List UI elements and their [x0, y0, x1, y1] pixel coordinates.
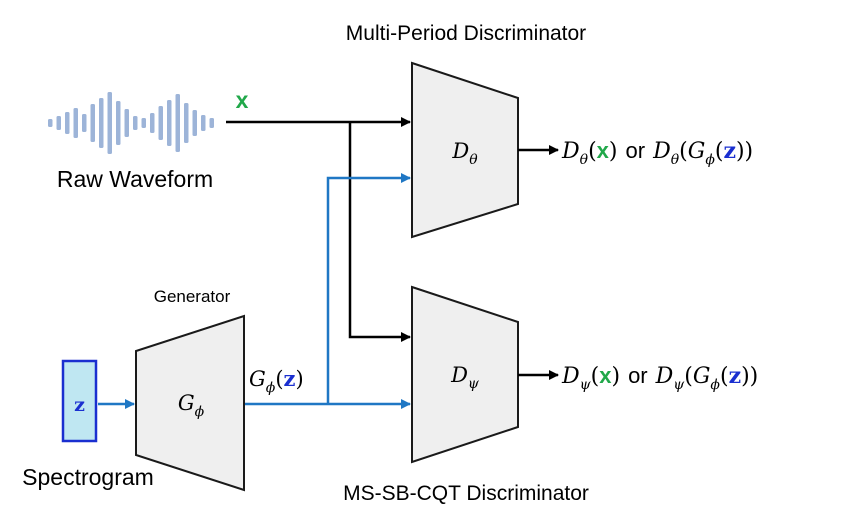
waveform-bar	[133, 116, 138, 130]
generator-symbol: Gϕ	[178, 391, 205, 420]
waveform-bar	[184, 103, 189, 143]
generated-signal-paths	[98, 173, 411, 409]
generator-label: Generator	[154, 287, 231, 306]
waveform-bar	[90, 104, 95, 142]
d-psi-symbol: Dψ	[450, 363, 480, 392]
x-to-d-psi-arrow	[348, 122, 411, 342]
waveform-bar	[124, 109, 129, 137]
waveform-bar	[150, 113, 155, 133]
waveform-bar	[107, 92, 112, 154]
generator-block	[135, 314, 245, 492]
gz-to-d-theta-arrow	[326, 173, 411, 404]
d-psi-block	[411, 285, 519, 464]
waveform-bar	[73, 108, 78, 138]
audio-waveform-icon	[48, 92, 214, 154]
generated-output-label: Gϕ(z)	[249, 366, 304, 396]
waveform-bar	[209, 118, 214, 128]
spectrogram-box	[61, 359, 98, 443]
x-label: x	[236, 87, 249, 113]
waveform-bar	[82, 114, 87, 132]
waveform-bar	[158, 106, 163, 140]
spectrogram-label: Spectrogram	[22, 464, 154, 490]
waveform-bar	[175, 94, 180, 152]
waveform-bar	[201, 115, 206, 131]
d-theta-block	[411, 61, 519, 239]
waveform-bar	[141, 118, 146, 128]
waveform-bar	[167, 100, 172, 146]
z-label: z	[74, 394, 85, 416]
waveform-bar	[48, 119, 53, 127]
mpd-title: Multi-Period Discriminator	[346, 22, 586, 45]
waveform-bar	[116, 101, 121, 145]
waveform-bar	[99, 98, 104, 148]
real-signal-paths	[226, 117, 411, 342]
raw-waveform-label: Raw Waveform	[57, 166, 213, 192]
waveform-bar	[65, 112, 70, 134]
d-theta-symbol: Dθ	[451, 139, 478, 168]
waveform-bar	[192, 110, 197, 136]
waveform-bar	[56, 116, 61, 130]
cqt-title: MS-SB-CQT Discriminator	[343, 482, 589, 505]
